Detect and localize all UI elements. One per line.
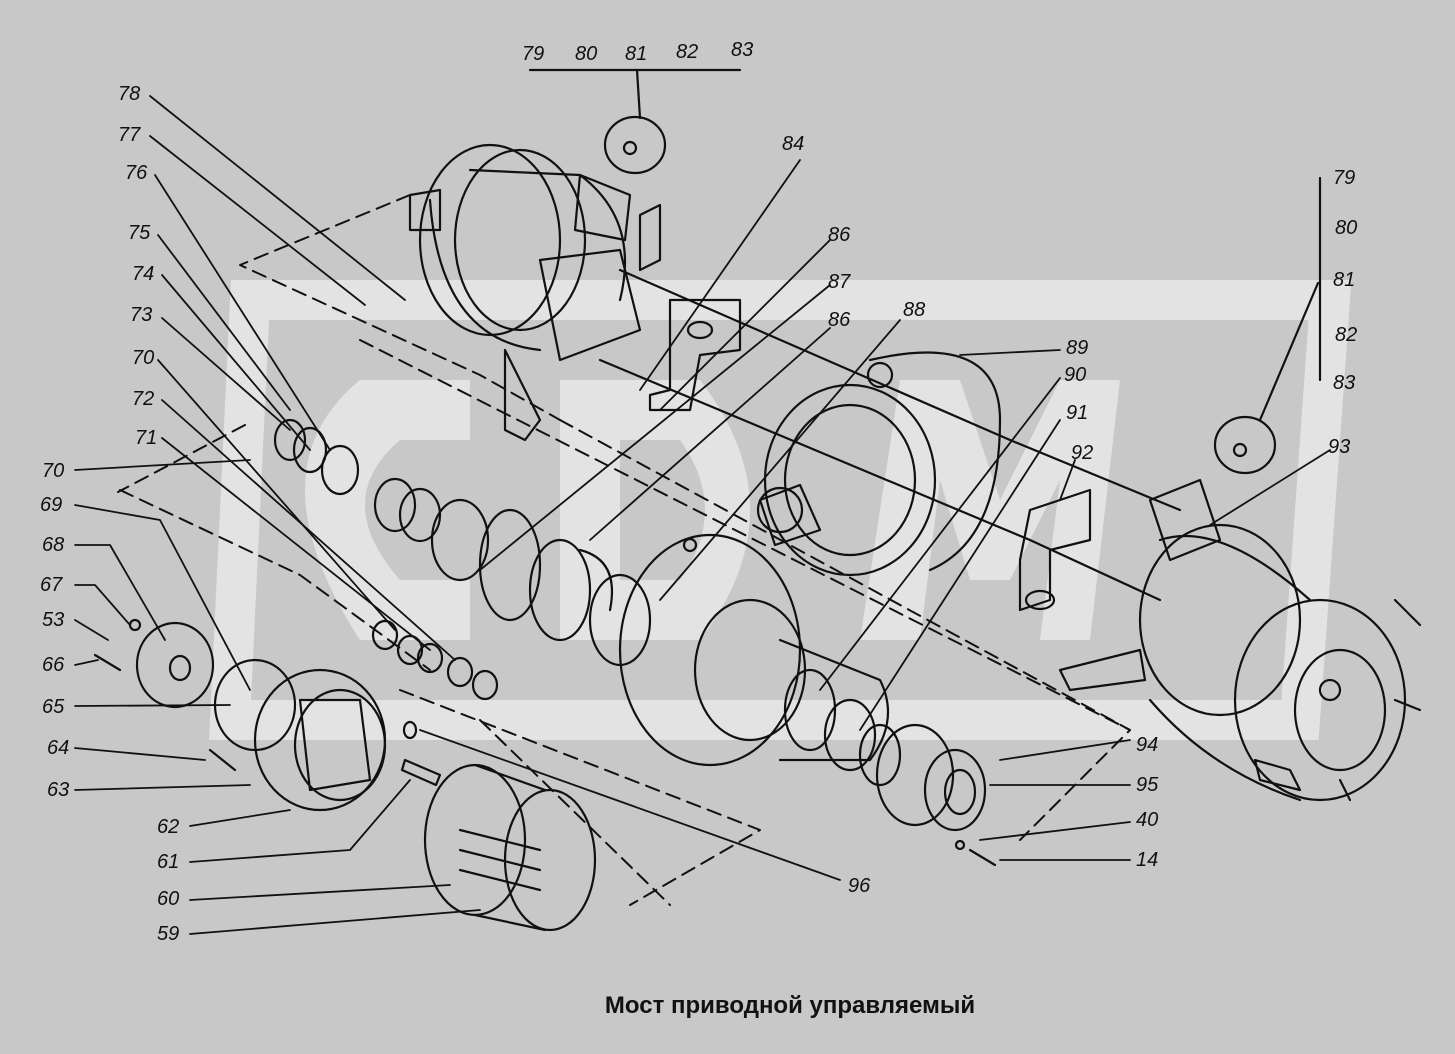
part-label-61: 61 [157,851,180,873]
part-label-65: 65 [42,696,65,718]
part-label-68: 68 [42,534,65,556]
part-label-86: 86 [828,224,851,246]
part-label-76: 76 [125,162,148,184]
part-label-77: 77 [118,124,141,146]
part-label-14: 14 [1136,849,1159,871]
part-label-84: 84 [782,133,805,155]
part-label-63: 63 [47,779,70,801]
part-label-79-right: 79 [1333,167,1356,189]
part-label-96: 96 [848,875,871,897]
part-label-67: 67 [40,574,63,596]
part-label-95: 95 [1136,774,1159,796]
part-label-94: 94 [1136,734,1159,756]
part-label-92: 92 [1071,442,1094,464]
part-label-88: 88 [903,299,926,321]
part-label-69: 69 [40,494,63,516]
part-label-73: 73 [130,304,153,326]
part-label-91: 91 [1066,402,1089,424]
part-label-62: 62 [157,816,180,838]
part-label-82-right: 82 [1335,324,1358,346]
part-label-81: 81 [625,43,648,65]
part-label-93: 93 [1328,436,1351,458]
part-label-78: 78 [118,83,141,105]
part-label-66: 66 [42,654,65,676]
part-label-83: 83 [731,39,754,61]
watermark-logo [209,280,1352,740]
part-label-74: 74 [132,263,155,285]
part-label-70b: 70 [42,460,65,482]
part-label-71: 71 [135,427,158,449]
part-label-81-right: 81 [1333,269,1356,291]
part-label-89: 89 [1066,337,1089,359]
part-label-87: 87 [828,271,851,293]
part-label-75: 75 [128,222,151,244]
part-label-80: 80 [575,43,598,65]
part-label-82: 82 [676,41,699,63]
part-label-70: 70 [132,347,155,369]
part-label-40: 40 [1136,809,1159,831]
part-label-86b: 86 [828,309,851,331]
part-label-59: 59 [157,923,180,945]
part-label-60: 60 [157,888,180,910]
part-label-53: 53 [42,609,65,631]
part-label-64: 64 [47,737,70,759]
part-label-83-right: 83 [1333,372,1356,394]
part-label-79: 79 [522,43,545,65]
diagram-caption: Мост приводной управляемый [604,992,976,1019]
part-label-90: 90 [1064,364,1087,386]
part-label-80-right: 80 [1335,217,1358,239]
part-label-72: 72 [132,388,155,410]
